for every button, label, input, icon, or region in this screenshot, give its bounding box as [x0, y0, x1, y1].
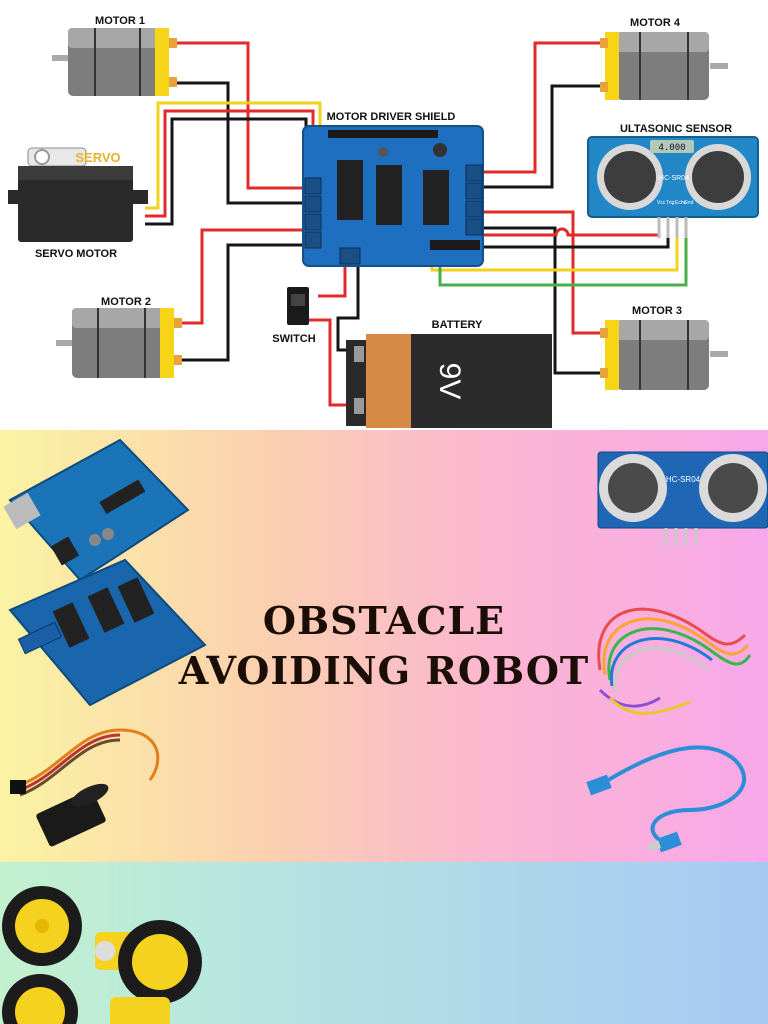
- servo-brand-text: SERVO: [75, 150, 120, 165]
- motor-1-label: MOTOR 1: [95, 15, 145, 27]
- sensor-pin-label: Vcc: [657, 200, 666, 206]
- battery: BATTERY 9V: [346, 319, 552, 428]
- wire-motor4-black: [480, 84, 608, 189]
- poster-art: HC-SR04: [3, 438, 768, 853]
- poster-sensor-model-text: HC-SR04: [666, 475, 701, 484]
- motor-driver-shield-image: [8, 558, 207, 707]
- wire-servo-yellow: [145, 101, 322, 210]
- poster-section: HC-SR04 OBSTACLE AVOIDING ROBOT: [0, 430, 768, 862]
- motor-4: MOTOR 4: [600, 17, 728, 100]
- motor-4-label: MOTOR 4: [630, 17, 681, 29]
- poster-title-line-1: OBSTACLE: [262, 598, 506, 643]
- sensor-model-text: HC-SR04: [659, 175, 689, 182]
- wire-battery-black: [336, 265, 360, 352]
- sensor-pins: [657, 217, 688, 238]
- servo-motor-label: SERVO MOTOR: [35, 248, 117, 260]
- wire-servo-black: [145, 117, 308, 226]
- sensor-pin-label: Echo: [675, 200, 687, 206]
- wheel-image: [2, 974, 78, 1024]
- wiring-diagram-svg: MOTOR 1 MOTOR 4 MOTOR 2 MOTOR 3: [8, 15, 759, 428]
- sensor-pin-labels: Vcc Trig Echo Gnd: [657, 200, 694, 206]
- motor-driver-shield: MOTOR DRIVER SHIELD: [302, 111, 484, 267]
- arduino-board-image: [3, 438, 190, 582]
- switch-label: SWITCH: [272, 333, 315, 345]
- wire-motor2-black: [175, 243, 306, 362]
- wire-sensor-vcc: [480, 217, 661, 237]
- motor-3-label: MOTOR 3: [632, 305, 682, 317]
- shield-label: MOTOR DRIVER SHIELD: [327, 111, 456, 123]
- wire-motor2-red: [175, 228, 306, 325]
- wire-motor4-red: [480, 41, 608, 174]
- wire-servo-red: [145, 109, 315, 218]
- battery-voltage-text: 9V: [433, 363, 466, 400]
- motor-3: MOTOR 3: [600, 305, 728, 390]
- wire-sensor-trig: [482, 217, 670, 249]
- motor-1: MOTOR 1: [52, 15, 177, 96]
- wire-battery-red: [296, 265, 360, 407]
- wheels-art: [2, 886, 202, 1024]
- motor-2-label: MOTOR 2: [101, 296, 151, 308]
- wire-motor1-black: [175, 81, 306, 205]
- wheel-image: [118, 920, 202, 1004]
- wire-motor3-black: [480, 226, 608, 375]
- terminal-blocks: [304, 164, 483, 265]
- servo-motor: SERVO SERVO MOTOR: [8, 147, 148, 260]
- wire-motor3-red: [480, 210, 608, 335]
- ultrasonic-sensor: ULTASONIC SENSOR 4.000 HC-SR04 Vcc Trig …: [587, 123, 759, 238]
- wiring-diagram: MOTOR 1 MOTOR 4 MOTOR 2 MOTOR 3: [0, 0, 768, 430]
- gear-motor-image: [110, 997, 170, 1024]
- wheels-section: [0, 862, 768, 1024]
- poster-title-line-2: AVOIDING ROBOT: [178, 648, 590, 693]
- wire-motor1-red: [175, 41, 306, 190]
- sensor-pin-label: Gnd: [684, 200, 694, 206]
- sensor-label: ULTASONIC SENSOR: [620, 123, 732, 135]
- switch: SWITCH: [272, 287, 316, 345]
- wheel-image: [2, 886, 82, 966]
- sensor-pin-label: Trig: [666, 200, 675, 206]
- servo-image: [10, 728, 160, 847]
- jumper-wires-image: [597, 607, 752, 715]
- motor-2: MOTOR 2: [56, 296, 182, 378]
- sensor-display-text: 4.000: [658, 143, 685, 153]
- usb-cable-image: [586, 745, 747, 853]
- ultrasonic-sensor-image: HC-SR04: [597, 451, 768, 546]
- wire-sensor-gnd: [438, 217, 688, 287]
- battery-label: BATTERY: [432, 319, 483, 331]
